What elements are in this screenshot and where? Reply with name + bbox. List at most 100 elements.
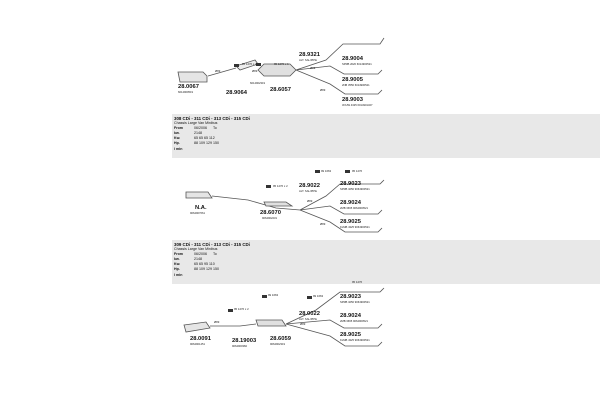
part-number: 28.9024 bbox=[340, 313, 361, 319]
part-number: 28.9005 bbox=[342, 77, 363, 83]
catalyst-2 bbox=[185, 191, 213, 199]
part-ref: SPRB 3250 9064900521 bbox=[340, 301, 370, 304]
info-label: kw. bbox=[174, 257, 180, 262]
part-ref: 2MB 3665 9064900521 bbox=[340, 207, 368, 210]
annotation: 99 1663 bbox=[321, 169, 332, 173]
info-row: kw. 2148 bbox=[174, 257, 250, 262]
info-value: 65 65 95 110 bbox=[194, 262, 215, 267]
catalyst-1 bbox=[177, 71, 208, 83]
info-row: Kw. 65 65 65 112 bbox=[174, 136, 250, 141]
part-ref: KLMB 4325 9064900521 bbox=[340, 339, 370, 342]
info-label: l min bbox=[174, 272, 183, 277]
part-ref: 9064907661 bbox=[190, 212, 205, 215]
info-row: kw. 2148 bbox=[174, 131, 250, 136]
info-value: 88 109 129 150 bbox=[194, 141, 219, 146]
vehicle-type: Chassis Large Van Minibus bbox=[174, 247, 218, 252]
part-number: 28.9024 bbox=[340, 200, 361, 206]
part-ref: SPRB 2020 6014900521 bbox=[342, 63, 372, 66]
catalyst-3 bbox=[183, 321, 211, 333]
annotation: Ø89 bbox=[320, 88, 326, 92]
info-label: From bbox=[174, 126, 183, 131]
vehicle-info-band bbox=[172, 240, 600, 284]
info-value: 06/2006 bbox=[194, 126, 207, 131]
part-number: 28.9025 bbox=[340, 219, 361, 225]
part-number: 28.9064 bbox=[226, 90, 247, 96]
part-number: 28.9023 bbox=[340, 294, 361, 300]
part-ref: ALT. SAL/PIPE bbox=[299, 59, 317, 62]
part-ref: 9064900382 bbox=[232, 345, 247, 348]
part-number: 28.9004 bbox=[342, 56, 363, 62]
part-number: 28.0067 bbox=[178, 84, 199, 90]
info-label: From bbox=[174, 252, 183, 257]
info-label: Hp. bbox=[174, 267, 180, 272]
annotation: 95 1276 bbox=[352, 280, 363, 284]
part-number: 28.6070 bbox=[260, 210, 281, 216]
part-number: 28.6057 bbox=[270, 87, 291, 93]
part-number: N.A. bbox=[195, 205, 207, 211]
info-value: 2148 bbox=[194, 131, 202, 136]
annotation: Ø89 bbox=[252, 69, 258, 73]
part-ref: KLMB 4325 9064900521 bbox=[340, 226, 370, 229]
part-ref: 6014902319 bbox=[250, 82, 265, 85]
annotation: Ø89 bbox=[307, 199, 313, 203]
annotation: Ø89 bbox=[214, 320, 220, 324]
part-ref: 6014900519 bbox=[178, 91, 193, 94]
annotation: 95 1276 x 2 bbox=[273, 184, 288, 188]
part-ref: 9064902319 bbox=[270, 343, 285, 346]
part-ref: SPRB 3250 9064900521 bbox=[340, 188, 370, 191]
part-number: 28.9025 bbox=[340, 332, 361, 338]
info-value: 88 109 129 150 bbox=[194, 267, 219, 272]
info-value: 2148 bbox=[194, 257, 202, 262]
annotation: 95 1276 x 2 bbox=[242, 62, 257, 66]
vehicle-title: 308 CDi - 311 CDi - 313 CDi - 315 CDi bbox=[174, 116, 250, 121]
info-row: l min bbox=[174, 273, 250, 278]
info-row: Kw. 65 65 95 110 bbox=[174, 262, 250, 267]
annotation: 95 1276 x 1 bbox=[274, 62, 289, 66]
part-ref: 3OUW 4325 6014901327 bbox=[342, 104, 373, 107]
info-label: l min bbox=[174, 146, 183, 151]
annotation: 95 1276 x 2 bbox=[234, 307, 249, 311]
info-row: Hp. 88 109 129 150 bbox=[174, 141, 250, 146]
info-extra: To bbox=[213, 126, 217, 131]
muffler-3 bbox=[255, 319, 287, 327]
part-number: 28.9023 bbox=[340, 181, 361, 187]
part-number: 28.9321 bbox=[299, 52, 320, 58]
annotation: Ø89 bbox=[215, 69, 221, 73]
info-extra: To bbox=[213, 252, 217, 257]
annotation: 99 1663 bbox=[268, 293, 279, 297]
info-value: 06/2006 bbox=[194, 252, 207, 257]
part-number: 28.19003 bbox=[232, 338, 257, 344]
info-label: Kw. bbox=[174, 136, 181, 141]
info-label: Hp. bbox=[174, 141, 180, 146]
part-ref: ALT. SAL/PIPE bbox=[299, 190, 317, 193]
part-number: 28.0091 bbox=[190, 336, 211, 342]
part-ref: 2NB 3550 6014900521 bbox=[342, 84, 370, 87]
annotation: 95 1276 bbox=[352, 169, 363, 173]
info-row: From 06/2006 To bbox=[174, 126, 250, 131]
part-ref: ALT. SAL/PIPE bbox=[299, 318, 317, 321]
part-number: 28.6059 bbox=[270, 336, 291, 342]
annotation: Ø89 bbox=[310, 66, 316, 70]
part-ref: 9064902231 bbox=[262, 217, 277, 220]
muffler-2 bbox=[263, 201, 294, 207]
part-ref: 2MB 3665 9064900521 bbox=[340, 320, 368, 323]
annotation: 99 1663 bbox=[313, 294, 324, 298]
part-number: 28.9022 bbox=[299, 183, 320, 189]
info-value: 65 65 65 112 bbox=[194, 136, 215, 141]
vehicle-info: 309 CDi - 311 CDi - 313 CDi - 315 CDi Ch… bbox=[174, 242, 250, 278]
annotation: Ø89 bbox=[300, 322, 306, 326]
vehicle-info: 308 CDi - 311 CDi - 313 CDi - 315 CDi Ch… bbox=[174, 116, 250, 152]
info-row: From 06/2006 To bbox=[174, 252, 250, 257]
info-row: l min bbox=[174, 147, 250, 152]
info-label: kw. bbox=[174, 131, 180, 136]
vehicle-type: Chassis Large Van Minibus bbox=[174, 121, 218, 126]
annotation: Ø89 bbox=[320, 222, 326, 226]
info-row: Hp. 88 109 129 150 bbox=[174, 267, 250, 272]
part-number: 28.0022 bbox=[299, 311, 320, 317]
vehicle-info-band bbox=[172, 114, 600, 158]
part-ref: 9064901451 bbox=[190, 343, 205, 346]
vehicle-title: 309 CDi - 311 CDi - 313 CDi - 315 CDi bbox=[174, 242, 250, 247]
info-label: Kw. bbox=[174, 262, 181, 267]
part-number: 28.9003 bbox=[342, 97, 363, 103]
